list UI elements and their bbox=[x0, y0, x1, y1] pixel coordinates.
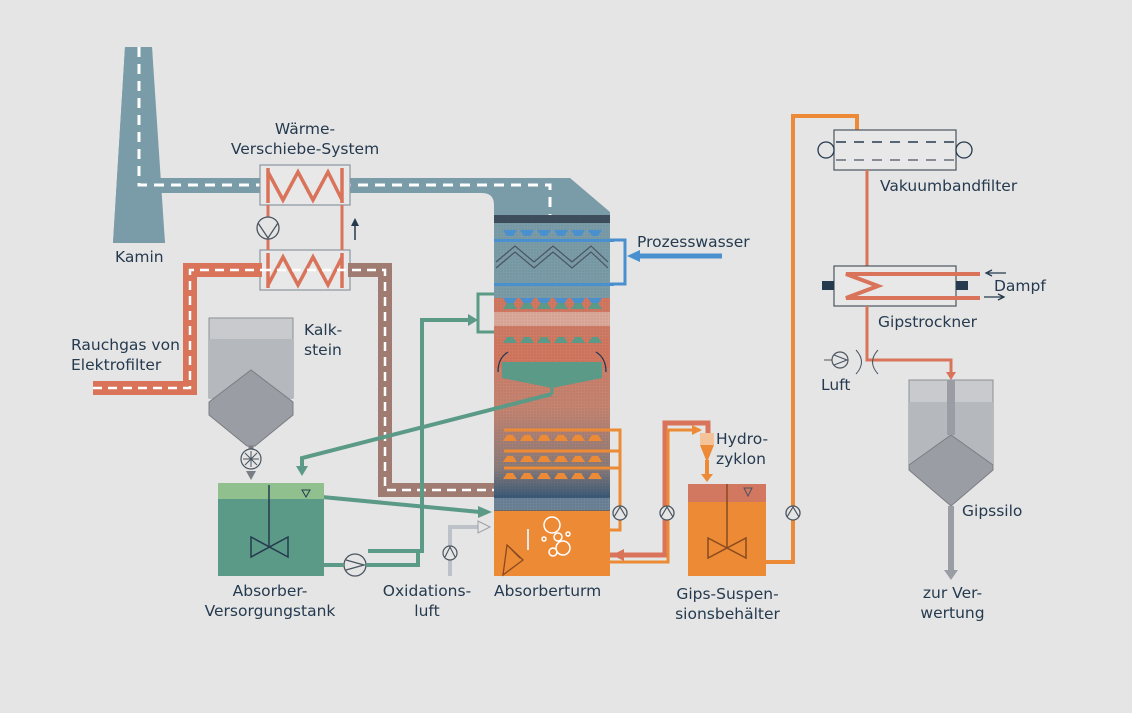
gypsum-spray-levels bbox=[504, 428, 622, 532]
spray-nozzle bbox=[537, 303, 551, 309]
slurry-pump-icon bbox=[612, 505, 628, 521]
spray-nozzle bbox=[503, 337, 517, 343]
spray-nozzle bbox=[588, 298, 602, 304]
spray-nozzle bbox=[588, 456, 602, 462]
label-rauchgas-1: Rauchgas von bbox=[71, 336, 180, 354]
spray-nozzle bbox=[571, 298, 585, 304]
spray-nozzle bbox=[571, 303, 585, 309]
label-kalk-2: stein bbox=[304, 341, 342, 359]
label-absorberturm: Absorberturm bbox=[494, 582, 602, 600]
spray-nozzle bbox=[503, 473, 517, 479]
spray-nozzle bbox=[571, 473, 585, 479]
spray-nozzle bbox=[537, 230, 551, 236]
spray-nozzle bbox=[554, 435, 568, 441]
spray-nozzle bbox=[520, 303, 534, 309]
spray-nozzle bbox=[520, 337, 534, 343]
spray-nozzle bbox=[537, 435, 551, 441]
heat-exchanger-top bbox=[259, 164, 351, 206]
label-absorber-tank-2: Versorgungstank bbox=[204, 602, 336, 620]
spray-nozzle bbox=[503, 435, 517, 441]
spray-nozzle bbox=[520, 456, 534, 462]
spray-nozzle bbox=[537, 298, 551, 304]
vacuum-belt-filter bbox=[817, 129, 973, 171]
label-waerme-2: Verschiebe-System bbox=[230, 140, 380, 158]
spray-nozzle bbox=[520, 473, 534, 479]
spray-nozzle bbox=[537, 337, 551, 343]
spray-nozzle bbox=[520, 230, 534, 236]
spray-nozzle bbox=[571, 230, 585, 236]
air-blower-icon bbox=[824, 351, 849, 369]
label-verwertung-2: wertung bbox=[920, 604, 985, 622]
gypsum-dryer bbox=[822, 265, 1006, 307]
bubbles bbox=[541, 516, 571, 557]
supply-pump-icon bbox=[343, 553, 367, 577]
limestone-slurry-line bbox=[476, 292, 494, 334]
spray-nozzle bbox=[571, 337, 585, 343]
flow-arrow-up-icon bbox=[351, 218, 359, 240]
label-luft: Luft bbox=[821, 376, 851, 394]
slurry-pump-2-icon bbox=[659, 505, 675, 521]
absorber-tower bbox=[494, 215, 610, 576]
spray-nozzle bbox=[503, 298, 517, 304]
label-kamin: Kamin bbox=[115, 248, 164, 266]
circulation-pump-icon bbox=[256, 216, 280, 240]
spray-nozzle bbox=[588, 230, 602, 236]
label-gips-susp-2: sionsbehälter bbox=[675, 605, 780, 623]
spray-nozzle bbox=[503, 456, 517, 462]
label-prozesswasser: Prozesswasser bbox=[637, 233, 750, 251]
spray-nozzle bbox=[588, 303, 602, 309]
spray-nozzle bbox=[537, 473, 551, 479]
spray-nozzle bbox=[588, 435, 602, 441]
spray-nozzle bbox=[554, 473, 568, 479]
spray-nozzle bbox=[554, 456, 568, 462]
spray-nozzle bbox=[554, 337, 568, 343]
label-dampf: Dampf bbox=[994, 277, 1046, 295]
gypsum-silo bbox=[908, 379, 994, 580]
spray-nozzle bbox=[554, 230, 568, 236]
spray-nozzle bbox=[571, 456, 585, 462]
spray-nozzle bbox=[554, 303, 568, 309]
limestone-silo bbox=[208, 317, 294, 480]
heat-exchanger-bottom bbox=[259, 249, 351, 291]
label-hydro-2: zyklon bbox=[716, 450, 766, 468]
label-verwertung-1: zur Ver- bbox=[922, 584, 983, 602]
label-absorber-tank-1: Absorber- bbox=[232, 582, 308, 600]
absorber-supply-tank bbox=[218, 483, 324, 576]
tower-top-hood bbox=[482, 178, 610, 220]
spray-nozzle bbox=[520, 298, 534, 304]
label-waerme-1: Wärme- bbox=[274, 120, 336, 138]
filter-pump-icon bbox=[785, 505, 801, 521]
spray-nozzle bbox=[503, 303, 517, 309]
label-kalk-1: Kalk- bbox=[304, 321, 343, 339]
label-gipssilo: Gipssilo bbox=[962, 502, 1023, 520]
chimney bbox=[113, 47, 165, 243]
spray-nozzle bbox=[588, 473, 602, 479]
process-water-nozzles bbox=[494, 239, 614, 286]
label-gipstrockner: Gipstrockner bbox=[878, 313, 978, 331]
label-vakuum: Vakuumbandfilter bbox=[880, 177, 1018, 195]
label-hydro-1: Hydro- bbox=[716, 430, 769, 448]
oxidation-air-pump-icon bbox=[442, 545, 458, 561]
spray-nozzle bbox=[520, 435, 534, 441]
label-oxidation-1: Oxidations- bbox=[382, 582, 472, 600]
spray-nozzle bbox=[537, 456, 551, 462]
spray-nozzle bbox=[503, 230, 517, 236]
label-rauchgas-2: Elektrofilter bbox=[71, 356, 162, 374]
label-gips-susp-1: Gips-Suspen- bbox=[676, 585, 779, 603]
label-oxidation-2: luft bbox=[414, 602, 440, 620]
spray-nozzle bbox=[571, 435, 585, 441]
process-water-line bbox=[610, 238, 627, 286]
spray-nozzle bbox=[554, 298, 568, 304]
hydrocyclone bbox=[700, 433, 714, 482]
gypsum-suspension-tank bbox=[688, 484, 766, 576]
spray-nozzle bbox=[588, 337, 602, 343]
